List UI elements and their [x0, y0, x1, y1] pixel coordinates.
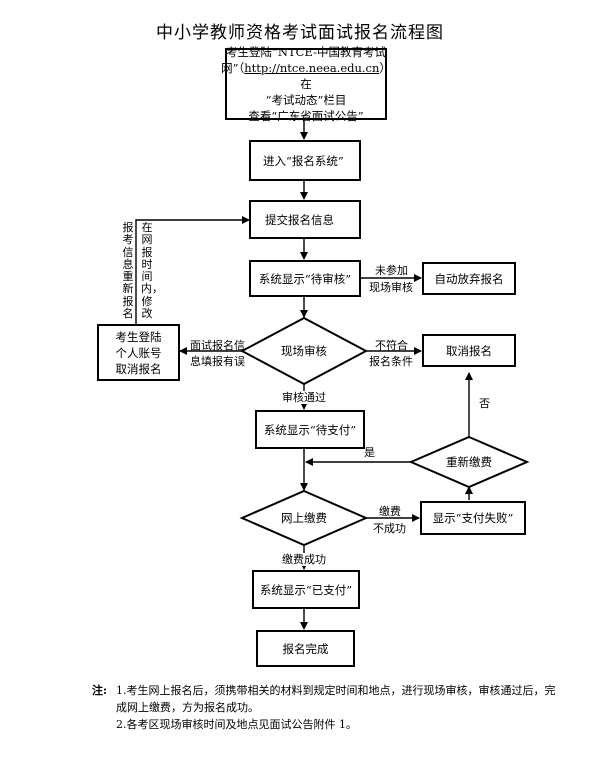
- repay-label: 重新缴费: [446, 455, 492, 469]
- not-attend-label-2: 现场审核: [369, 281, 413, 294]
- within-time-vertical-label: 在网报时间内，修改: [141, 221, 163, 321]
- start-line1: 考生登陆“NTCE-中国教育考试: [226, 45, 386, 59]
- review-pass-label: 审核通过: [282, 391, 326, 404]
- enter-system-box: 进入“报名系统”: [249, 140, 361, 181]
- start-line4: 查看“广东省面试公告”: [248, 109, 364, 123]
- pending-pay-box: 系统显示“待支付”: [255, 410, 365, 449]
- cancel-registration-box: 取消报名: [422, 334, 516, 367]
- onsite-review-label: 现场审核: [281, 344, 327, 358]
- note-1: 1.考生网上报名后，须携带相关的材料到规定时间和地点，进行现场审核，审核通过后，…: [116, 684, 556, 714]
- footnotes: 注: 1.考生网上报名后，须携带相关的材料到规定时间和地点，进行现场审核，审核通…: [92, 682, 562, 733]
- note-2: 2.各考区现场审核时间及地点见面试公告附件 1。: [116, 718, 357, 731]
- not-meet-label-1: 不符合: [375, 339, 408, 352]
- re-register-vertical-label: 报考信息重新报名: [122, 221, 134, 321]
- not-attend-label-1: 未参加: [375, 264, 408, 277]
- not-meet-label-2: 报名条件: [369, 355, 413, 368]
- info-error-label-2: 息填报有误: [190, 355, 245, 368]
- login-cancel-box: 考生登陆 个人账号 取消报名: [97, 324, 180, 381]
- pay-failed-box: 显示“支付失败”: [420, 501, 526, 535]
- page-title: 中小学教师资格考试面试报名流程图: [156, 23, 444, 43]
- pay-fail-label-1: 缴费: [379, 505, 401, 518]
- info-error-label-1: 面试报名信: [190, 339, 245, 352]
- repay-diamond: [408, 435, 530, 489]
- yes-label: 是: [364, 446, 375, 459]
- pay-fail-label-2: 不成功: [373, 522, 406, 535]
- notes-head: 注:: [92, 684, 108, 697]
- submit-info-box: 提交报名信息: [249, 200, 361, 239]
- no-label: 否: [479, 397, 490, 410]
- pay-success-label: 缴费成功: [282, 553, 326, 566]
- start-line2: 网”（http://ntce.neea.edu.cn）在: [221, 61, 391, 91]
- ntce-link[interactable]: http://ntce.neea.edu.cn: [244, 61, 380, 75]
- done-box: 报名完成: [256, 630, 355, 667]
- auto-abandon-box: 自动放弃报名: [422, 262, 516, 295]
- arrow-login-submit: [135, 216, 250, 324]
- online-pay-diamond: [239, 489, 369, 547]
- onsite-review-diamond: [239, 316, 369, 386]
- paid-box: 系统显示“已支付”: [252, 570, 360, 609]
- start-line3: “考试动态”栏目: [265, 93, 347, 107]
- online-pay-label: 网上缴费: [281, 511, 327, 525]
- start-box: 考生登陆“NTCE-中国教育考试 网”（http://ntce.neea.edu…: [221, 45, 391, 123]
- pending-review-box: 系统显示“待审核”: [249, 260, 361, 297]
